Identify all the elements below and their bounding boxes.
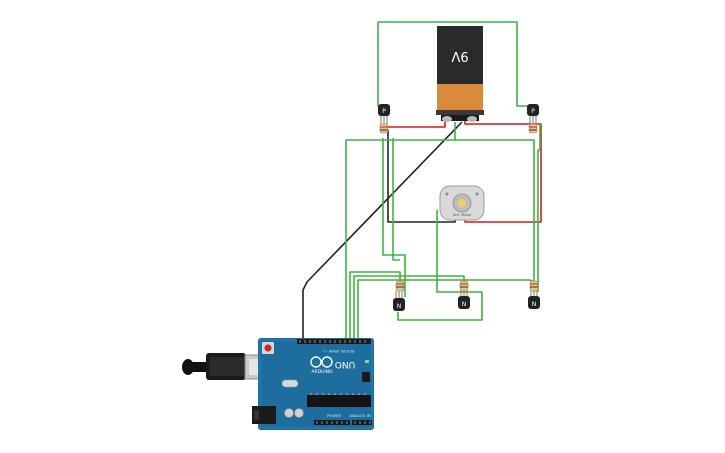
transistor-p-right[interactable]: P	[527, 104, 539, 134]
wires	[302, 21, 542, 340]
wire-green-motor-n[interactable]	[397, 210, 483, 321]
transistor-n-center-label: N	[462, 301, 467, 308]
wire-green-frame-1[interactable]	[345, 122, 456, 340]
capacitor-1	[284, 408, 294, 418]
dc-motor[interactable]: Sch. Motor	[439, 185, 485, 221]
transistor-n-right-label: N	[532, 301, 537, 308]
atmega-chip	[307, 395, 371, 407]
transistor-p-right-label: P	[531, 108, 535, 115]
wire-green-pin-1[interactable]	[349, 271, 401, 340]
wire-green-right-p[interactable]	[537, 124, 541, 292]
crystal	[281, 379, 299, 388]
resistor-n-right[interactable]	[529, 280, 539, 292]
transistor-n-center[interactable]: N	[458, 291, 470, 309]
transistor-p-left[interactable]: P	[378, 104, 390, 134]
transistor-n-left[interactable]: N	[393, 291, 405, 311]
wire-green-left-down-2[interactable]	[392, 138, 400, 261]
wire-green-pin-3[interactable]	[357, 279, 535, 340]
analog-header[interactable]	[352, 420, 372, 425]
digital-label: DIGITAL (PWM ~)	[323, 349, 355, 353]
arduino-uno[interactable]: DIGITAL (PWM ~) ARDUINO UNO	[182, 338, 374, 430]
wire-green-left-down[interactable]	[382, 138, 406, 297]
battery-9v[interactable]: 9V	[436, 26, 484, 122]
resistor-n-center[interactable]	[459, 280, 469, 292]
arduino-logo: ARDUINO UNO	[310, 356, 355, 375]
wire-red-pside[interactable]	[385, 120, 446, 128]
wire-green-pin-2[interactable]	[353, 275, 465, 340]
capacitor-2	[294, 408, 304, 418]
resistor-n-left[interactable]	[395, 280, 405, 292]
wire-red-right[interactable]	[464, 120, 542, 223]
arduino-brand: ARDUINO	[311, 369, 333, 375]
wire-green-frame-2[interactable]	[455, 139, 535, 292]
motor-label: Sch. Motor	[453, 213, 472, 217]
wire-black-gnd[interactable]	[302, 121, 463, 340]
digital-pins	[299, 340, 366, 343]
transistor-p-left-label: P	[382, 108, 386, 115]
analog-label: ANALOG IN	[349, 413, 370, 418]
transistor-n-left-label: N	[397, 303, 402, 310]
transistor-n-right[interactable]: N	[528, 291, 540, 309]
battery-label: 9V	[451, 48, 468, 63]
power-led	[365, 360, 369, 363]
power-label: POWER	[327, 413, 341, 418]
arduino-model: UNO	[335, 359, 355, 369]
